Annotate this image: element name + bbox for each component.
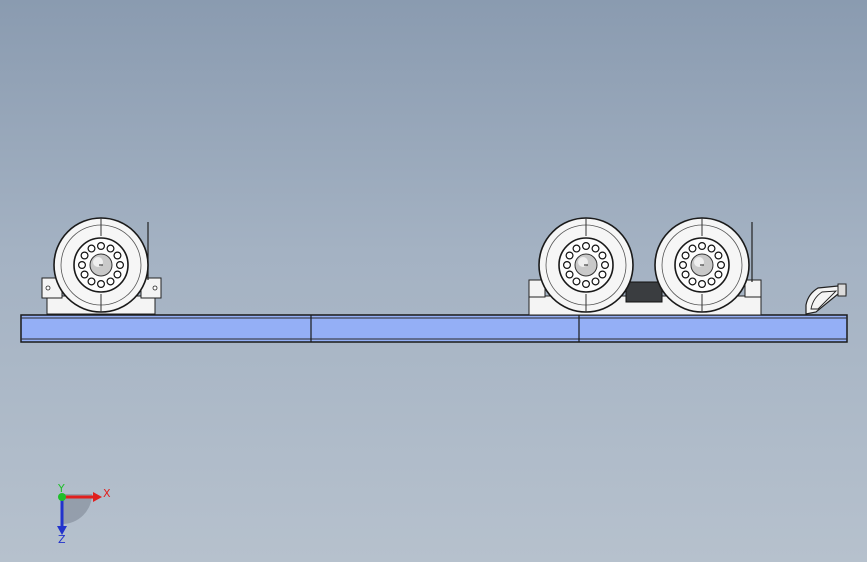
hub-bolt — [113, 251, 122, 260]
hub-bolt — [707, 244, 716, 253]
hub-bolt — [591, 244, 600, 253]
hub-bolt — [78, 260, 87, 270]
x-arrow-head — [93, 492, 102, 502]
hub-bolt — [697, 280, 707, 289]
hub-bolt — [681, 270, 690, 279]
hub-bolt — [591, 277, 600, 286]
drive-side-block — [744, 279, 762, 298]
z-arrow-head — [57, 526, 67, 535]
hub-bolt — [598, 251, 607, 260]
triad-shadow-arc — [62, 494, 92, 524]
roller-wheel — [53, 217, 149, 313]
rail-beam[interactable] — [20, 314, 848, 343]
drive-gearbox — [625, 281, 663, 303]
bolt-hole — [45, 285, 51, 291]
hub-bolt — [581, 242, 591, 251]
idler-roller-unit[interactable] — [41, 217, 162, 315]
y-axis-point — [58, 493, 66, 501]
hub-bolt — [679, 260, 688, 270]
end-support-bracket[interactable] — [805, 283, 847, 315]
hub-bolt — [572, 244, 581, 253]
hub-bolt — [717, 260, 726, 270]
hub-bolt — [598, 270, 607, 279]
roller-wheel — [538, 217, 634, 313]
hub-bolt — [714, 251, 723, 260]
hub-bolt — [106, 277, 115, 286]
hub-bolt — [96, 280, 106, 289]
hub-bolt — [688, 244, 697, 253]
hub-bolt — [113, 270, 122, 279]
hub-bolt — [565, 270, 574, 279]
hub-bolt — [106, 244, 115, 253]
roller-wheel — [654, 217, 750, 313]
y-axis-label: Y — [57, 482, 65, 495]
bolt-hole — [152, 285, 158, 291]
drive-roller-unit[interactable] — [528, 217, 762, 316]
z-axis-label: Z — [58, 533, 66, 546]
hub-bolt — [572, 277, 581, 286]
hub-bolt — [601, 260, 610, 270]
hub-bolt — [96, 242, 106, 251]
hub-bolt — [565, 251, 574, 260]
axis-triad: X Z Y — [57, 482, 111, 546]
hub-bolt — [707, 277, 716, 286]
hub-bolt — [681, 251, 690, 260]
hub-bolt — [688, 277, 697, 286]
hub-bolt — [87, 244, 96, 253]
hub-bolt — [581, 280, 591, 289]
bracket-clamp — [837, 283, 847, 297]
hub-bolt — [80, 270, 89, 279]
rail-body — [20, 314, 848, 343]
hub-bolt — [563, 260, 572, 270]
bracket-inner — [810, 290, 838, 310]
hub-bolt — [116, 260, 125, 270]
hub-bolt — [714, 270, 723, 279]
hub-bolt — [87, 277, 96, 286]
hub-bolt — [80, 251, 89, 260]
x-axis-label: X — [103, 487, 111, 500]
hub-bolt — [697, 242, 707, 251]
